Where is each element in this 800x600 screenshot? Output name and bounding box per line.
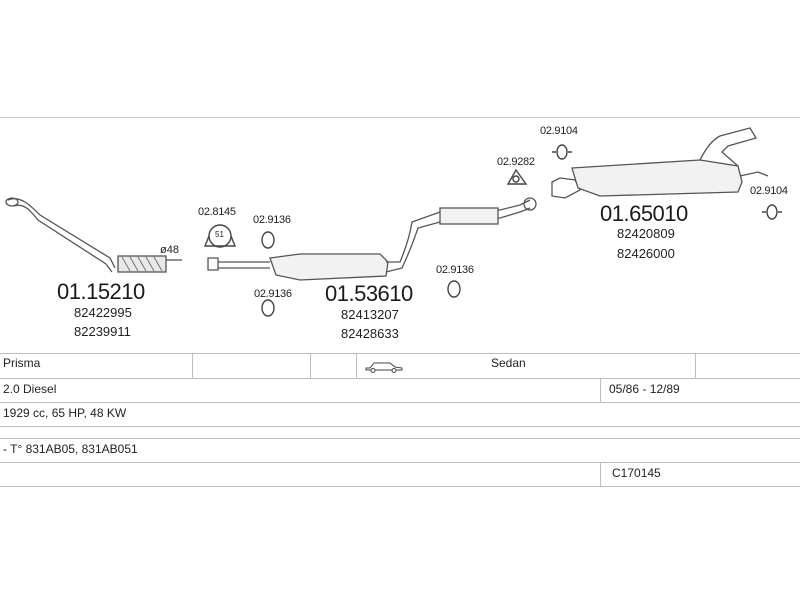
cell-divider	[310, 353, 311, 378]
vehicle-date-range: 05/86 - 12/89	[609, 382, 680, 396]
fitting-label-02-9282: 02.9282	[497, 156, 535, 168]
middle-pipe-part	[207, 257, 219, 271]
gasket-02-9104-a	[556, 144, 568, 160]
gasket-02-9136-b	[261, 299, 275, 317]
part-oem-3a: 82420809	[617, 226, 675, 241]
fitting-label-02-9136-a: 02.9136	[253, 214, 291, 226]
cell-divider	[600, 379, 601, 402]
vehicle-engine: 2.0 Diesel	[3, 382, 57, 396]
fitting-label-02-9104-a: 02.9104	[540, 125, 578, 137]
clamp-badge: 51	[215, 230, 224, 239]
table-row: Prisma Sedan	[0, 353, 800, 379]
vehicle-model: Prisma	[3, 356, 41, 370]
table-row: 2.0 Diesel 05/86 - 12/89	[0, 379, 800, 403]
table-row	[0, 427, 800, 439]
gasket-02-9136-a	[261, 231, 275, 249]
tailpipe	[699, 127, 757, 167]
resonator	[439, 207, 499, 225]
part-oem-3b: 82426000	[617, 246, 675, 261]
table-row: 1929 cc, 65 HP, 48 KW	[0, 403, 800, 427]
pipe-diameter-label: ø48	[160, 244, 179, 256]
rear-silencer	[571, 159, 743, 197]
front-pipe-flange	[5, 197, 19, 207]
part-oem-1b: 82239911	[74, 324, 131, 339]
fitting-label-02-9104-b: 02.9104	[750, 185, 788, 197]
table-row: - T° 831AB05, 831AB051	[0, 439, 800, 463]
cell-divider	[356, 353, 357, 378]
vehicle-engine-codes: - T° 831AB05, 831AB051	[3, 442, 138, 456]
fitting-label-02-9136-b: 02.9136	[254, 288, 292, 300]
fitting-label-02-9136-c: 02.9136	[436, 264, 474, 276]
front-pipe-part	[7, 198, 116, 269]
vehicle-body: Sedan	[491, 356, 526, 370]
cell-divider	[600, 463, 601, 486]
cell-divider	[695, 353, 696, 378]
part-code-01-65010: 01.65010	[600, 201, 688, 226]
gasket-02-9104-b	[766, 204, 778, 220]
catalog-code: C170145	[612, 466, 661, 480]
table-top-border	[0, 353, 800, 354]
cell-divider	[192, 353, 193, 378]
exhaust-diagram	[5, 127, 782, 317]
part-code-01-15210: 01.15210	[57, 279, 145, 304]
fitting-label-02-8145: 02.8145	[198, 206, 236, 218]
part-oem-1a: 82422995	[74, 305, 132, 320]
top-divider	[0, 117, 800, 118]
middle-silencer	[269, 253, 389, 281]
table-row: C170145	[0, 463, 800, 487]
gasket-02-9136-c	[447, 280, 461, 298]
sedan-car-icon	[365, 362, 403, 373]
part-code-01-53610: 01.53610	[325, 281, 413, 306]
gasket-02-9282	[506, 168, 528, 185]
vehicle-specs: 1929 cc, 65 HP, 48 KW	[3, 406, 127, 420]
part-oem-2a: 82413207	[341, 307, 399, 322]
part-oem-2b: 82428633	[341, 326, 399, 341]
